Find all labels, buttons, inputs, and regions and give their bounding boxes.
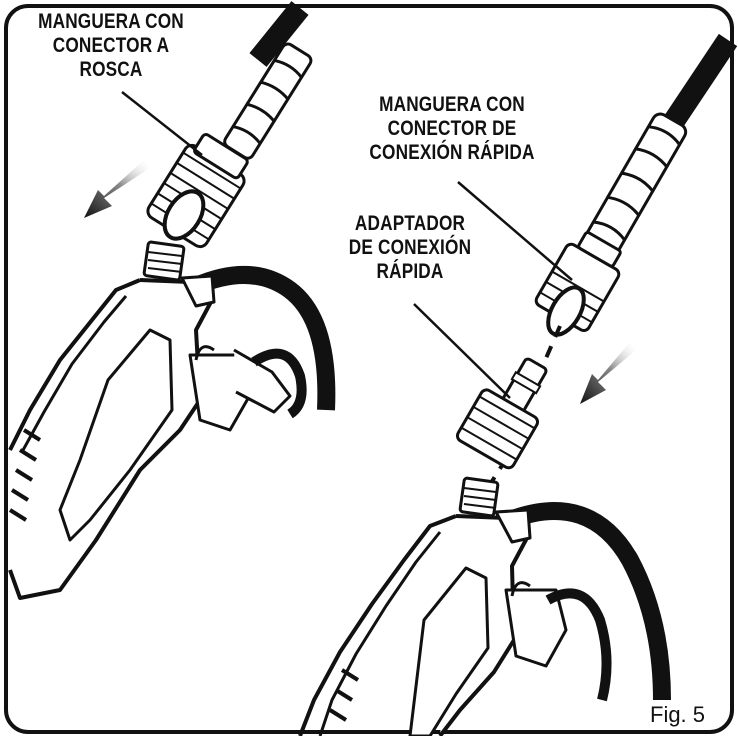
label-quick-connect-hose: MANGUERA CON CONECTOR DE CONEXIÓN RÁPIDA <box>357 93 547 165</box>
label-line: DE CONEXIÓN <box>326 236 495 260</box>
label-threaded-hose: MANGUERA CON CONECTOR A ROSCA <box>18 10 203 82</box>
left-direction-arrow <box>84 160 150 218</box>
label-line: MANGUERA CON <box>357 93 547 117</box>
leader-line-threaded <box>122 92 202 155</box>
label-line: CONECTOR DE <box>357 117 547 141</box>
right-direction-arrow <box>580 342 636 404</box>
label-line: RÁPIDA <box>326 260 495 284</box>
label-line: ADAPTADOR <box>326 212 495 236</box>
right-quick-connect-hose <box>534 40 728 341</box>
label-line: ROSCA <box>18 58 203 82</box>
quick-connect-adapter-part <box>455 357 549 470</box>
label-line: CONECTOR A <box>18 34 203 58</box>
label-quick-connect-adapter: ADAPTADOR DE CONEXIÓN RÁPIDA <box>326 212 495 284</box>
label-line: CONEXIÓN RÁPIDA <box>357 141 547 165</box>
figure-number: Fig. 5 <box>650 702 705 728</box>
leader-line-adapter <box>414 304 510 398</box>
label-line: MANGUERA CON <box>18 10 203 34</box>
left-spray-gun <box>10 242 326 598</box>
right-spray-gun <box>300 478 662 736</box>
